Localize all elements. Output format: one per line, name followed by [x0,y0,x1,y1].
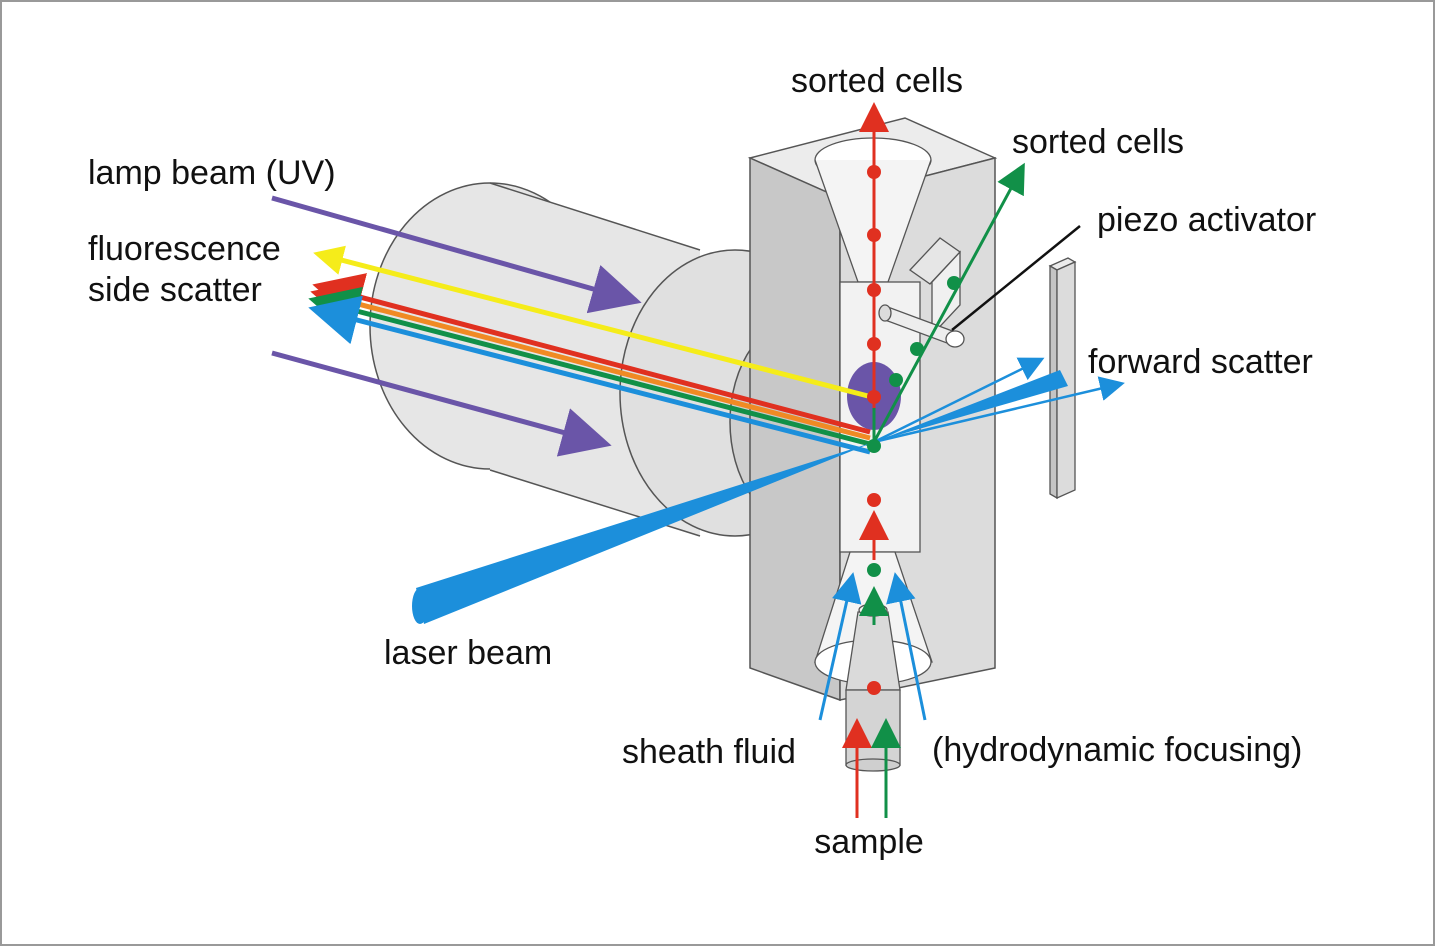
forward-scatter-ray-lower [873,376,1125,444]
laser-beam-source [412,588,428,624]
label-sample: sample [814,823,924,861]
label-sorted-cells-top: sorted cells [791,62,963,100]
forward-scatter-cone [874,370,1068,442]
side-scatter-beams [308,245,871,455]
label-fluorescence: fluorescence [88,230,281,268]
lamp-beam-arrow-upper [271,195,642,314]
label-hydrodynamic-focusing: (hydrodynamic focusing) [932,731,1302,769]
laser-beam-cone [416,442,874,624]
green-cell-stream [859,162,1025,625]
forward-scatter-ray-upper [873,357,1045,444]
label-laser-beam: laser beam [384,634,552,672]
lamp-beam-arrow-lower [271,350,612,457]
piezo-leader-line [951,225,1081,331]
label-sheath-fluid: sheath fluid [622,733,796,771]
label-forward-scatter: forward scatter [1088,343,1313,381]
red-cell-stream [859,102,889,695]
label-piezo-activator: piezo activator [1097,201,1316,239]
detector-plate-icon [1048,257,1077,500]
label-side-scatter: side scatter [88,271,262,309]
sheath-fluid-arrows [818,572,927,721]
label-sorted-cells-right: sorted cells [1012,123,1184,161]
label-lamp-beam: lamp beam (UV) [88,154,336,192]
sample-inlet-arrows [842,718,901,818]
